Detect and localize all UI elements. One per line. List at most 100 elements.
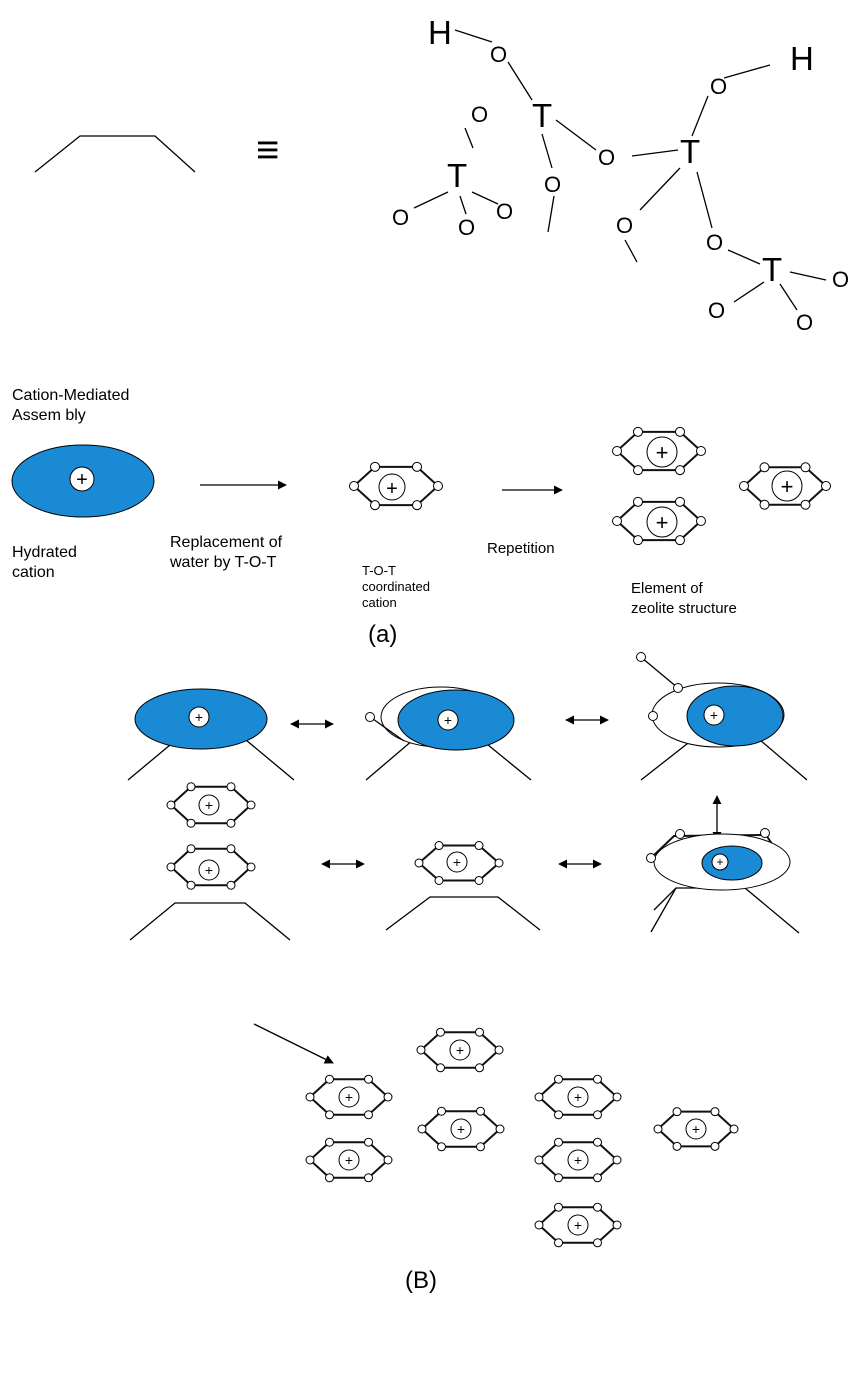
panel-a: Cation-Mediated Assem bly + Hydrated cat… xyxy=(11,387,831,648)
panel-a-heading: Cation-Mediated Assem bly xyxy=(12,387,134,424)
cation-circle xyxy=(450,1118,472,1140)
cation-plus: + xyxy=(444,712,452,728)
oxygen-node xyxy=(166,862,176,872)
oxygen-node xyxy=(246,862,256,872)
cation-circle xyxy=(198,794,220,816)
cation-circle xyxy=(198,859,220,881)
oxygen-node xyxy=(436,1027,445,1037)
oxygen-node xyxy=(710,1141,720,1151)
cation-circle xyxy=(646,506,678,538)
cation-circle xyxy=(188,706,210,728)
oxygen-node xyxy=(534,1155,544,1165)
atom-o: O xyxy=(458,215,475,240)
oxygen-node xyxy=(494,1045,504,1055)
oxygen-node xyxy=(593,1137,602,1147)
oxygen-node xyxy=(554,1110,563,1120)
oxygen-node xyxy=(474,841,484,851)
oxygen-node xyxy=(166,800,176,810)
oxygen-node xyxy=(226,782,236,792)
cation-circle xyxy=(378,473,406,501)
oxygen-node xyxy=(325,1074,334,1084)
step-partial-replacement-2: + xyxy=(636,652,808,781)
oxygen-node xyxy=(821,481,831,491)
oxygen-node xyxy=(593,1202,602,1212)
cation-circle xyxy=(711,853,729,871)
tot-coordinated-label: T-O-T coordinated cation xyxy=(362,563,434,610)
cation-plus: + xyxy=(345,1089,353,1105)
atom-t-4: T xyxy=(762,251,782,288)
oxygen-node xyxy=(554,1074,563,1084)
oxygen-node xyxy=(325,1110,334,1120)
cation-circle xyxy=(567,1214,589,1236)
oxygen-node xyxy=(672,1107,682,1117)
lattice-cations: + + + + + + + + xyxy=(338,1039,707,1236)
abbreviated-fragment-line xyxy=(34,135,196,173)
oxygen-node xyxy=(612,516,622,526)
oxygen-node xyxy=(305,1092,315,1102)
cation-plus: + xyxy=(716,855,723,869)
oxygen-node xyxy=(675,496,685,507)
oxygen-node xyxy=(476,1106,485,1116)
oxygen-node xyxy=(554,1238,563,1248)
oxygen-node xyxy=(612,1220,622,1230)
zeolite-ring xyxy=(166,782,256,828)
step-hydrated-on-framework: + xyxy=(127,688,295,781)
oxygen-node xyxy=(436,1063,445,1073)
atom-o: O xyxy=(616,213,633,238)
oxygen-node xyxy=(633,465,643,476)
oxygen-node xyxy=(800,462,811,473)
atom-o: O xyxy=(706,230,723,255)
cation-circle xyxy=(69,466,95,492)
atom-o: O xyxy=(392,205,409,230)
oxygen-node xyxy=(633,426,643,437)
cation-plus: + xyxy=(574,1152,582,1168)
cation-circle xyxy=(646,436,678,468)
oxygen-node xyxy=(653,1124,663,1134)
cation-circle xyxy=(567,1149,589,1171)
oxygen-node xyxy=(593,1238,602,1248)
zeolite-lattice xyxy=(305,1027,739,1248)
zeolite-ring xyxy=(166,844,256,890)
oxygen-node xyxy=(474,875,484,885)
cation-plus: + xyxy=(457,1121,465,1137)
oxygen-node xyxy=(612,1155,622,1165)
oxygen-node xyxy=(648,711,658,721)
cation-plus: + xyxy=(656,510,669,535)
oxygen-node xyxy=(186,818,196,828)
cation-plus: + xyxy=(574,1217,582,1233)
oxygen-node xyxy=(759,499,770,510)
oxygen-node xyxy=(494,858,504,868)
oxygen-node xyxy=(226,880,236,890)
cation-circle xyxy=(446,851,468,873)
step-repetition: + + xyxy=(129,782,291,941)
cation-plus: + xyxy=(453,854,461,870)
hydrated-cation-label: Hydrated cation xyxy=(12,544,81,581)
cation-plus: + xyxy=(656,440,669,465)
oxygen-node xyxy=(760,828,770,838)
oxygen-node xyxy=(416,1045,426,1055)
oxygen-node xyxy=(534,1220,544,1230)
oxygen-node xyxy=(495,1124,505,1134)
oxygen-node xyxy=(696,516,706,526)
oxygen-node xyxy=(593,1074,602,1084)
oxygen-node xyxy=(364,1173,373,1183)
oxygen-node xyxy=(434,841,444,851)
oxygen-node xyxy=(246,800,256,810)
oxygen-node xyxy=(186,782,196,792)
oxygen-node xyxy=(675,465,685,476)
oxygen-node xyxy=(800,499,811,510)
oxygen-node xyxy=(437,1106,446,1116)
cation-plus: + xyxy=(456,1042,464,1058)
oxygen-node xyxy=(554,1137,563,1147)
oxygen-node xyxy=(364,1110,373,1120)
oxygen-node xyxy=(633,535,643,546)
cation-circle xyxy=(703,704,725,726)
oxygen-node xyxy=(739,481,749,491)
oxygen-node xyxy=(696,446,706,456)
oxygen-node xyxy=(593,1110,602,1120)
cation-plus: + xyxy=(386,478,398,500)
zeolite-ring xyxy=(305,1137,393,1183)
oxygen-node xyxy=(364,1137,373,1147)
step-near-complete: + xyxy=(646,828,800,934)
cation-plus: + xyxy=(205,862,213,878)
